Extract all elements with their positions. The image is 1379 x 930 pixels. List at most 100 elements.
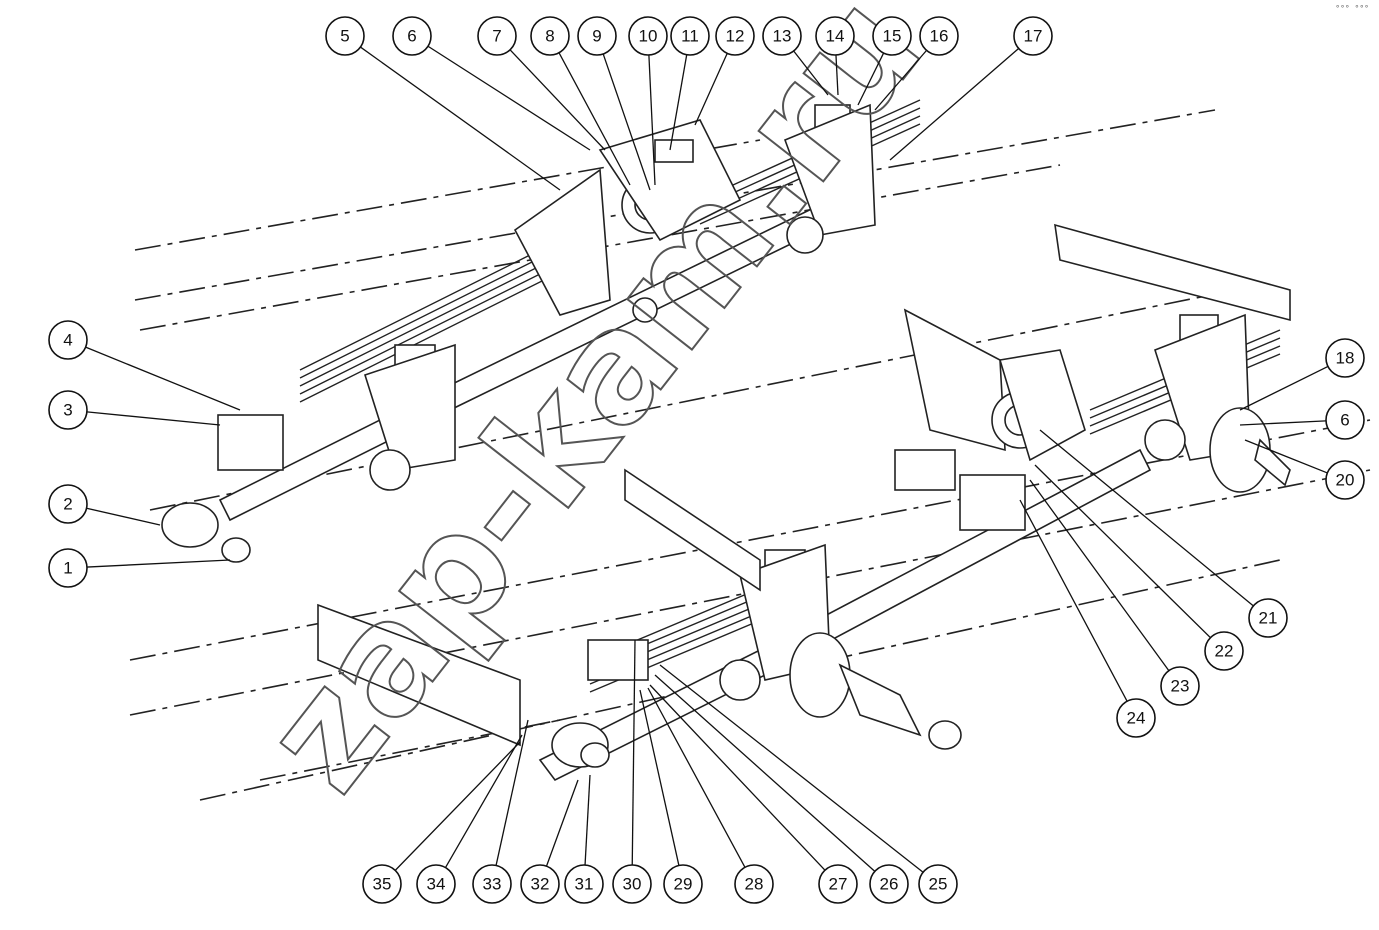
callout-leader (874, 49, 928, 111)
callout-label: 28 (745, 875, 764, 894)
callout-label: 25 (929, 875, 948, 894)
callout-label: 30 (623, 875, 642, 894)
callout-leader (558, 52, 631, 186)
watermark-text: zap-kam.ru (231, 0, 955, 822)
callout-22: 22 (1034, 464, 1244, 671)
callout-circle (564, 864, 604, 904)
callout-circle (612, 864, 652, 904)
callout-circle (1204, 631, 1244, 671)
callout-16: 16 (874, 16, 959, 111)
callout-leader (1039, 429, 1254, 607)
callout-circle (628, 16, 668, 56)
callout-label: 20 (1336, 471, 1355, 490)
callout-leader (1029, 479, 1170, 672)
callout-circle (869, 864, 909, 904)
callout-leader (1244, 439, 1328, 474)
callout-label: 7 (492, 27, 501, 46)
callout-label: 1 (63, 559, 72, 578)
callout-circle (1248, 598, 1288, 638)
callout-circle (818, 864, 858, 904)
callout-6: 6 (1239, 400, 1365, 440)
callout-1: 1 (48, 548, 231, 588)
callout-leader (639, 689, 680, 866)
callout-4: 4 (48, 320, 241, 411)
callout-11: 11 (669, 16, 710, 151)
callout-label: 12 (726, 27, 745, 46)
callout-label: 6 (407, 27, 416, 46)
callout-leader (602, 53, 651, 191)
callout-25: 25 (659, 664, 958, 904)
callout-5: 5 (325, 16, 561, 191)
callout-leader (444, 734, 523, 868)
callout-label: 23 (1171, 677, 1190, 696)
callout-label: 8 (545, 27, 554, 46)
callout-leader (654, 674, 876, 872)
callout-circle (872, 16, 912, 56)
callout-label: 18 (1336, 349, 1355, 368)
callout-circle (48, 484, 88, 524)
callout-31: 31 (564, 774, 604, 904)
callout-6: 6 (392, 16, 591, 151)
callout-leader (793, 50, 829, 96)
callout-14: 14 (815, 16, 855, 96)
callout-label: 4 (63, 331, 72, 350)
callout-leader (427, 45, 591, 151)
callout-label: 24 (1127, 709, 1146, 728)
callout-circle (577, 16, 617, 56)
callout-circle (815, 16, 855, 56)
callout-circle (416, 864, 456, 904)
callout-leader (857, 52, 885, 106)
callout-label: 10 (639, 27, 658, 46)
callout-20: 20 (1244, 439, 1365, 500)
callout-leader (86, 559, 231, 568)
callout-label: 9 (592, 27, 601, 46)
callout-15: 15 (857, 16, 912, 106)
callout-8: 8 (530, 16, 631, 186)
callout-circle (734, 864, 774, 904)
callout-circle (1013, 16, 1053, 56)
corner-mark: °°° °°° (1335, 4, 1369, 13)
callout-circle (1116, 698, 1156, 738)
callout-circle (1325, 460, 1365, 500)
callout-label: 14 (826, 27, 845, 46)
callout-label: 22 (1215, 642, 1234, 661)
callout-label: 6 (1340, 411, 1349, 430)
callout-leader (584, 774, 591, 866)
callout-32: 32 (520, 779, 579, 904)
callout-33: 33 (472, 719, 529, 904)
callout-34: 34 (416, 734, 523, 904)
callout-circle (1160, 666, 1200, 706)
callout-leader (631, 639, 636, 866)
callout-18: 18 (1239, 338, 1365, 411)
callout-leader (495, 719, 529, 866)
callout-7: 7 (477, 16, 606, 151)
callout-label: 15 (883, 27, 902, 46)
callout-leader (86, 411, 221, 426)
callout-23: 23 (1029, 479, 1200, 706)
callout-label: 2 (63, 495, 72, 514)
callout-leader (1239, 420, 1327, 426)
callout-label: 29 (674, 875, 693, 894)
callout-2: 2 (48, 484, 161, 526)
callout-circle (762, 16, 802, 56)
callout-leader (85, 346, 241, 411)
callout-label: 31 (575, 875, 594, 894)
callout-circle (48, 320, 88, 360)
callout-29: 29 (639, 689, 703, 904)
callout-10: 10 (628, 16, 668, 186)
callout-leader (360, 46, 561, 191)
callout-leader (889, 47, 1020, 161)
callout-circle (48, 390, 88, 430)
callout-label: 16 (930, 27, 949, 46)
callout-35: 35 (362, 741, 521, 904)
callout-27: 27 (649, 684, 858, 904)
callout-leader (659, 664, 924, 873)
callout-label: 11 (681, 27, 699, 46)
callout-label: 5 (340, 27, 349, 46)
callout-leader (647, 687, 746, 868)
callout-leader (86, 507, 161, 526)
callout-leader (1019, 499, 1128, 702)
callout-26: 26 (654, 674, 909, 904)
